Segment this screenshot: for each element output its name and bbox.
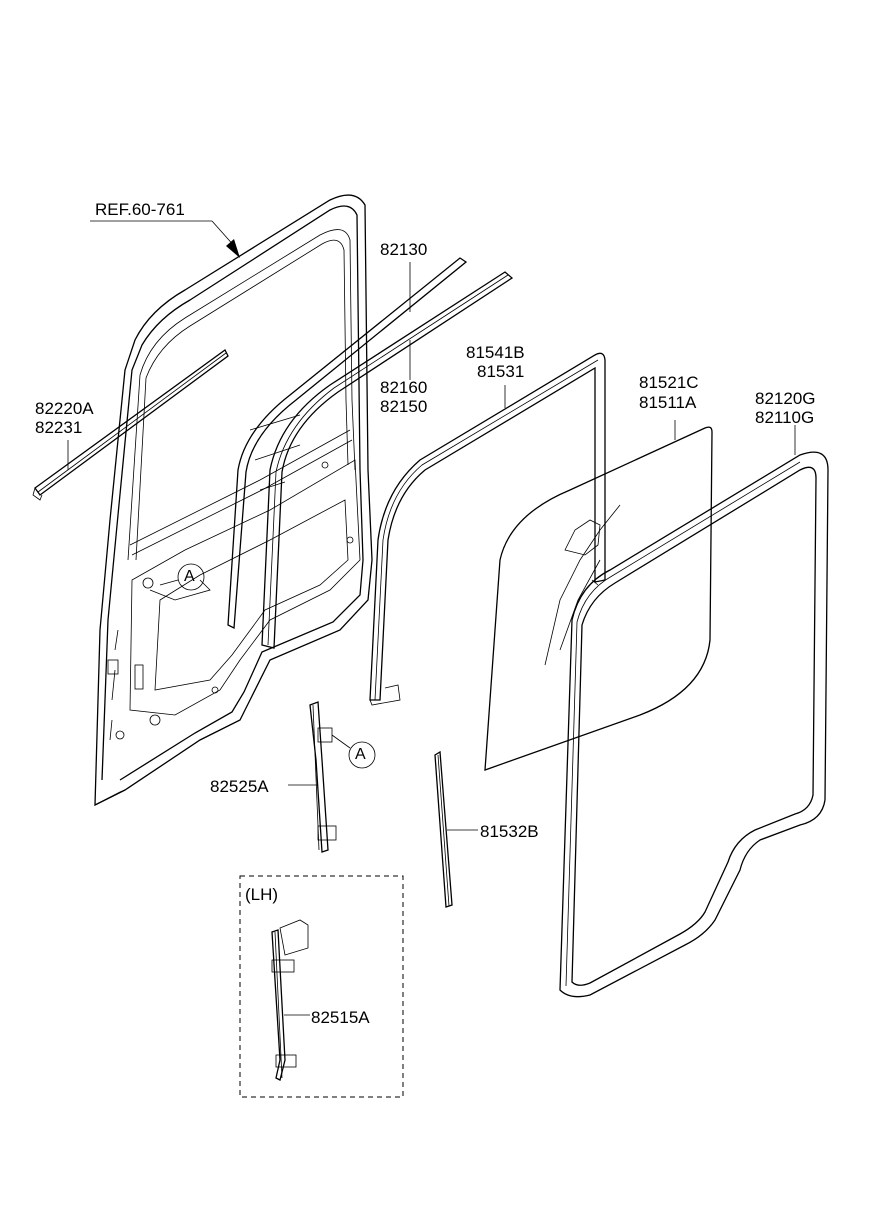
callout-81511a: 81511A — [639, 393, 697, 412]
detail-a-letter-1: A — [184, 568, 195, 585]
callout-81532b: 81532B — [480, 822, 539, 841]
lh-inset — [239, 875, 404, 1098]
door-inner-panel — [94, 194, 373, 807]
door-glass — [484, 420, 713, 771]
outer-belt-strip-82130 — [227, 257, 468, 630]
callout-82110g: 82110G — [755, 408, 815, 427]
callout-82150: 82150 — [380, 397, 428, 416]
door-weatherstrip — [559, 425, 829, 998]
inner-belt-weatherstrip — [32, 349, 229, 501]
detail-a-marker-1 — [149, 563, 211, 601]
callout-81541b: 81541B — [466, 343, 525, 362]
window-regulator-82525a — [288, 701, 351, 853]
ref-leader — [90, 220, 240, 258]
callout-ref-60-761: REF.60-761 — [95, 200, 185, 219]
callout-82525a: 82525A — [210, 777, 269, 796]
callout-82130: 82130 — [380, 240, 428, 259]
glass-run-channel — [369, 352, 606, 706]
callout-82120g: 82120G — [755, 389, 816, 408]
callout-82220a: 82220A — [35, 399, 94, 418]
detail-a-marker-2 — [348, 741, 376, 769]
detail-a-letter-2: A — [355, 746, 366, 763]
outer-belt-strip-82160 — [261, 271, 514, 649]
rear-channel-81532b — [434, 750, 478, 908]
lh-inset-label: (LH) — [245, 885, 279, 904]
callout-82515a: 82515A — [311, 1008, 370, 1027]
callout-81521c: 81521C — [639, 373, 699, 392]
callout-82160: 82160 — [380, 378, 428, 397]
callout-82231: 82231 — [35, 418, 83, 437]
callout-81531: 81531 — [477, 362, 525, 381]
